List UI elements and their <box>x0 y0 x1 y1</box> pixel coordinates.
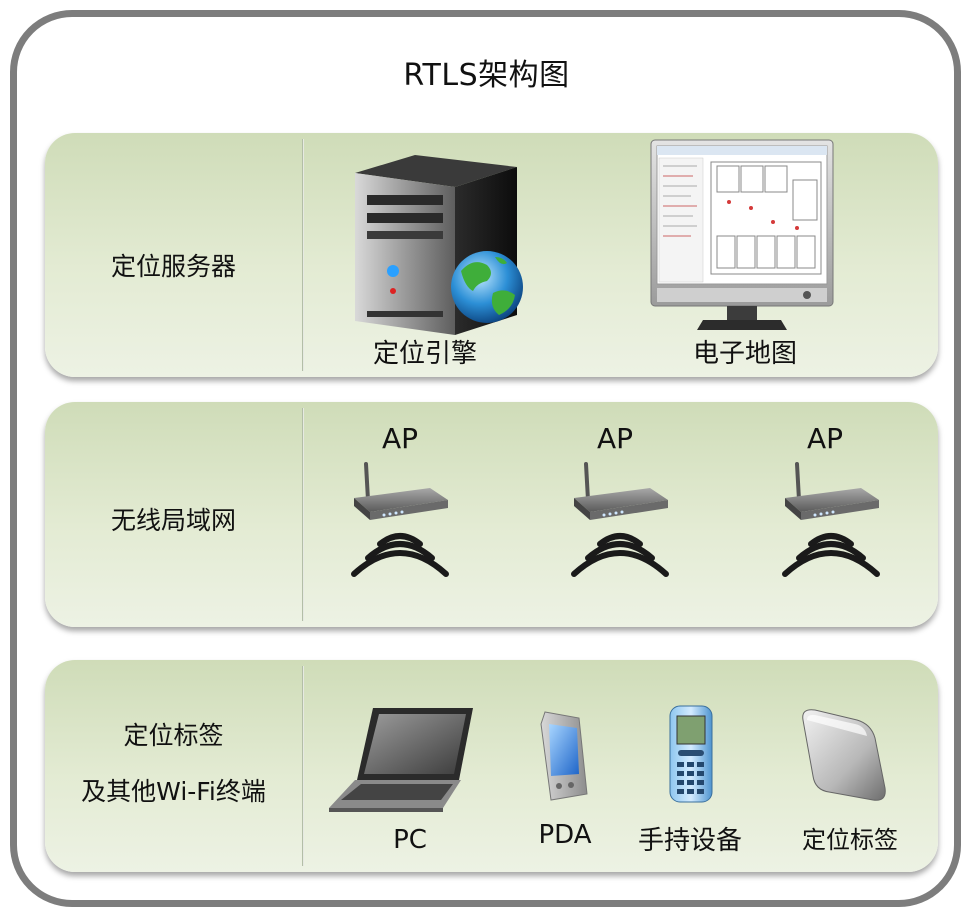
item-label-location-tag: 定位标签 <box>802 826 898 854</box>
layer-server: 定位服务器 定位引擎 <box>45 133 938 377</box>
layer-terminals: 定位标签 及其他Wi-Fi终端 PC PDA <box>45 660 938 872</box>
location-tag-icon <box>802 709 886 801</box>
access-point-icon <box>571 462 669 577</box>
diagram-title: RTLS架构图 <box>403 58 570 93</box>
server-globe-icon <box>355 155 523 335</box>
mobile-phone-icon <box>669 705 713 803</box>
item-label-handheld: 手持设备 <box>637 826 742 856</box>
layer-divider <box>302 666 304 866</box>
item-label-positioning-engine: 定位引擎 <box>372 339 477 369</box>
item-label-electronic-map: 电子地图 <box>692 339 797 369</box>
item-label-ap-1: AP <box>381 422 419 455</box>
item-label-pc: PC <box>393 825 427 855</box>
layer-label-terminals-line1: 定位标签 <box>123 721 224 750</box>
item-label-ap-3: AP <box>806 422 844 455</box>
layer-divider <box>302 408 304 621</box>
layer-wlan: 无线局域网 AP AP AP <box>45 402 938 627</box>
item-label-pda: PDA <box>538 820 592 850</box>
layer-divider <box>302 139 304 371</box>
item-label-ap-2: AP <box>596 422 634 455</box>
layer-label-terminals-line2: 及其他Wi-Fi终端 <box>81 777 266 806</box>
monitor-map-icon <box>650 139 834 330</box>
access-point-icon <box>782 462 880 577</box>
layer-label-wlan: 无线局域网 <box>110 506 236 535</box>
laptop-icon <box>329 708 473 812</box>
access-point-icon <box>351 462 449 577</box>
layer-label-server: 定位服务器 <box>110 252 236 281</box>
pda-icon <box>540 711 588 801</box>
